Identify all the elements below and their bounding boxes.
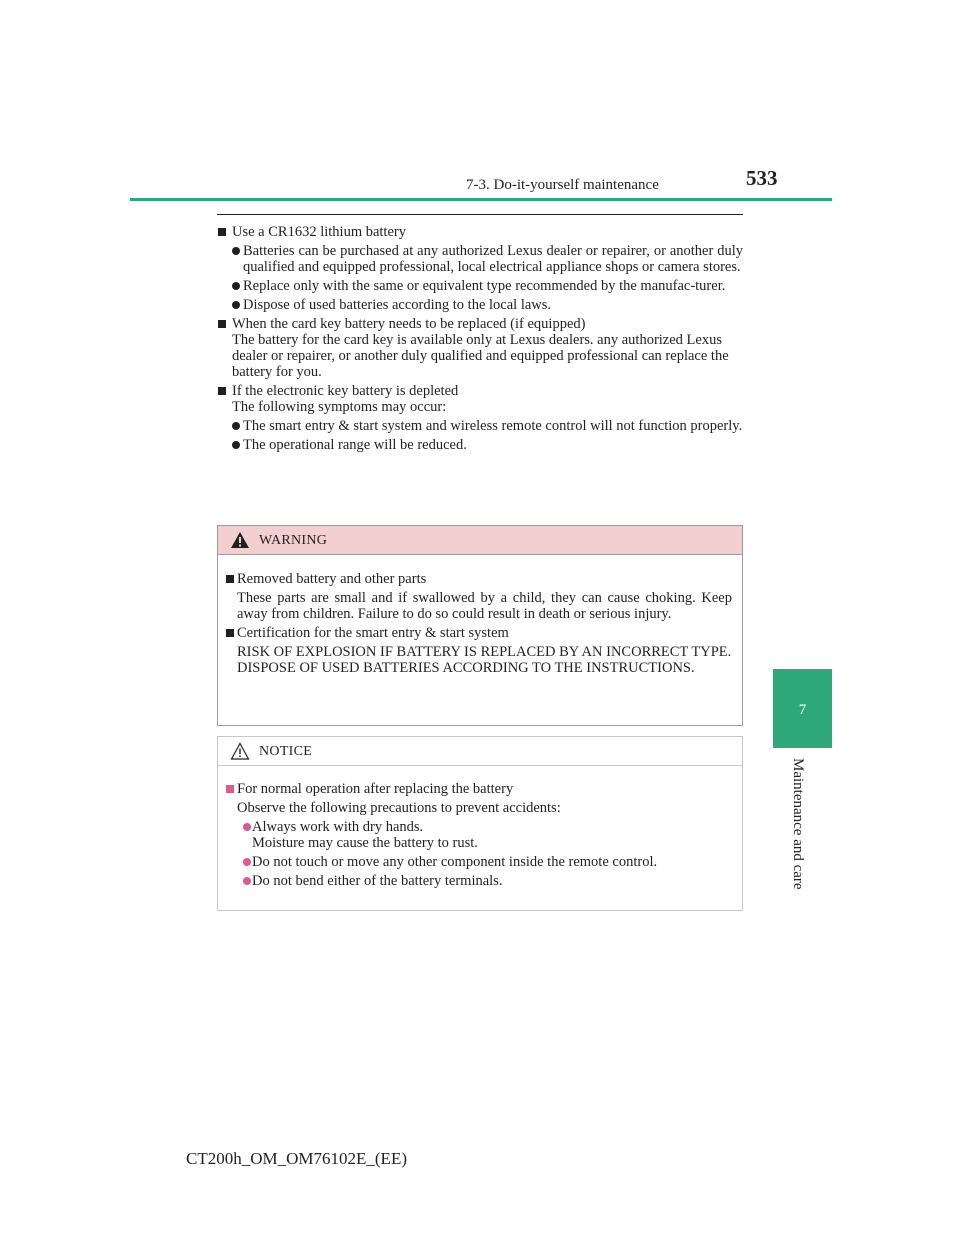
depleted-intro: The following symptoms may occur:	[232, 399, 447, 415]
square-bullet-icon	[226, 575, 234, 583]
warning-item-heading: Certification for the smart entry & star…	[226, 625, 732, 641]
list-item: Batteries can be purchased at any author…	[217, 243, 743, 275]
round-bullet-icon	[232, 422, 240, 430]
warning-box: WARNING Removed battery and other parts …	[217, 525, 743, 726]
notice-box: NOTICE For normal operation after replac…	[217, 736, 743, 911]
header-rule	[130, 198, 832, 201]
chapter-title: Maintenance and care	[790, 758, 806, 890]
document-code: CT200h_OM_OM76102E_(EE)	[186, 1149, 407, 1168]
notice-title: NOTICE	[259, 744, 313, 759]
round-bullet-icon	[232, 441, 240, 449]
warning-item-body: RISK OF EXPLOSION IF BATTERY IS REPLACED…	[237, 644, 732, 660]
square-bullet-icon	[218, 228, 226, 236]
notice-heading: For normal operation after replacing the…	[226, 781, 732, 797]
square-bullet-icon	[226, 785, 234, 793]
warning-header: WARNING	[218, 526, 742, 555]
chapter-number: 7	[798, 702, 807, 718]
warning-body: Removed battery and other parts These pa…	[218, 555, 742, 676]
round-bullet-icon	[243, 877, 251, 885]
warning-item-body: These parts are small and if swallowed b…	[237, 590, 732, 622]
list-item: The operational range will be reduced.	[217, 437, 743, 453]
square-bullet-icon	[218, 320, 226, 328]
round-bullet-icon	[232, 282, 240, 290]
notice-intro: Observe the following precautions to pre…	[237, 800, 561, 816]
list-item: Do not touch or move any other component…	[226, 854, 732, 870]
warning-item-body: DISPOSE OF USED BATTERIES ACCORDING TO T…	[237, 660, 695, 676]
depleted-heading: If the electronic key battery is deplete…	[217, 383, 743, 399]
warning-title: WARNING	[259, 533, 328, 548]
round-bullet-icon	[232, 301, 240, 309]
list-item: Do not bend either of the battery termin…	[226, 873, 732, 889]
caution-triangle-icon	[230, 742, 250, 760]
content-top-rule	[217, 214, 743, 215]
card-key-body: The battery for the card key is availabl…	[232, 332, 729, 380]
card-key-heading: When the card key battery needs to be re…	[217, 316, 743, 332]
notice-header: NOTICE	[218, 737, 742, 766]
page-number: 533	[746, 166, 778, 190]
list-item: The smart entry & start system and wirel…	[217, 418, 743, 434]
chapter-tab: 7	[773, 669, 832, 748]
round-bullet-icon	[243, 823, 251, 831]
notice-body: For normal operation after replacing the…	[218, 766, 742, 889]
list-item: Dispose of used batteries according to t…	[217, 297, 743, 313]
section-title: 7-3. Do-it-yourself maintenance	[466, 177, 659, 193]
main-content: Use a CR1632 lithium battery Batteries c…	[217, 224, 743, 453]
round-bullet-icon	[243, 858, 251, 866]
square-bullet-icon	[226, 629, 234, 637]
square-bullet-icon	[218, 387, 226, 395]
list-item: Always work with dry hands. Moisture may…	[226, 819, 732, 851]
battery-type-heading: Use a CR1632 lithium battery	[217, 224, 743, 240]
warning-item-heading: Removed battery and other parts	[226, 571, 732, 587]
round-bullet-icon	[232, 247, 240, 255]
list-item: Replace only with the same or equivalent…	[217, 278, 743, 294]
warning-triangle-icon	[231, 532, 249, 548]
